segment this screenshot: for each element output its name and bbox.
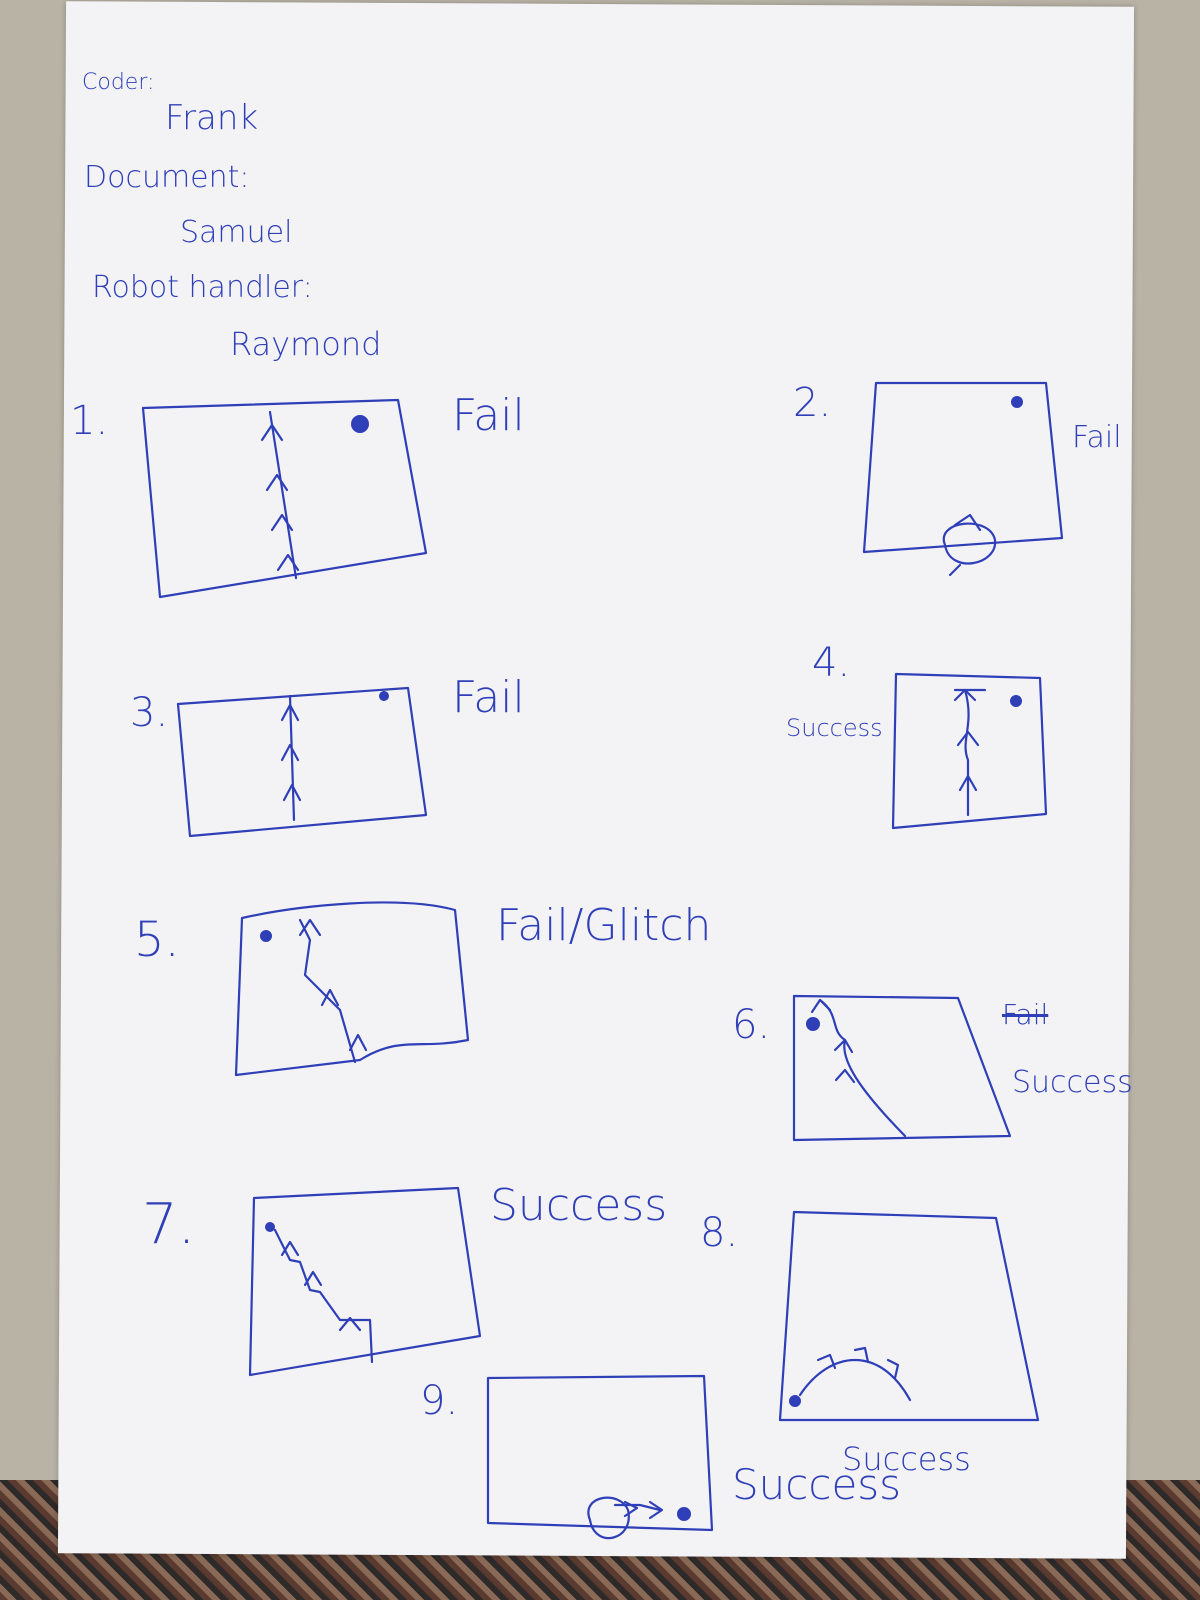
trial-2-number: 2.: [793, 380, 832, 426]
handler-label: Robot handler:: [92, 270, 313, 305]
trial-2-diagram: [862, 381, 1064, 577]
trial-6-number: 6.: [732, 1002, 771, 1048]
trial-9-result: Success: [732, 1460, 902, 1509]
robot-icon: [1011, 396, 1023, 408]
trial-4-result: Success: [786, 714, 883, 742]
trial-6-struck-result: Fail: [1002, 998, 1049, 1031]
document-name: Samuel: [180, 215, 293, 250]
trial-7-number: 7.: [142, 1192, 196, 1257]
robot-icon: [1010, 695, 1022, 707]
trial-1-result: Fail: [452, 390, 525, 441]
trial-3-number: 3.: [130, 690, 169, 736]
trial-1-diagram: [141, 398, 428, 599]
trial-9-diagram: [486, 1374, 714, 1540]
trial-8-diagram: [778, 1210, 1040, 1422]
trial-3-diagram: [176, 686, 428, 838]
trial-6-diagram: [792, 994, 1012, 1142]
trial-4-diagram: [891, 672, 1048, 830]
document-label: Document:: [84, 160, 250, 195]
trial-9-number: 9.: [420, 1378, 459, 1424]
trial-3-result: Fail: [452, 672, 525, 723]
robot-icon: [806, 1017, 820, 1031]
robot-icon: [789, 1395, 801, 1407]
trial-8-number: 8.: [700, 1210, 739, 1256]
robot-icon: [379, 691, 389, 701]
robot-icon: [351, 415, 369, 433]
trial-7-result: Success: [490, 1180, 668, 1231]
trial-2-result: Fail: [1072, 420, 1122, 455]
trial-6-result: Success: [1012, 1065, 1133, 1100]
robot-icon: [677, 1507, 691, 1521]
trial-1-number: 1.: [70, 398, 109, 444]
trial-7-diagram: [248, 1186, 482, 1377]
coder-label: Coder:: [82, 70, 155, 95]
robot-icon: [265, 1222, 275, 1232]
trial-5-diagram: [234, 901, 470, 1077]
trial-8-result: Success: [842, 1440, 971, 1478]
trial-5-result: Fail/Glitch: [496, 900, 712, 951]
robot-icon: [260, 930, 272, 942]
trial-5-number: 5.: [134, 912, 180, 968]
coder-name: Frank: [165, 98, 259, 138]
handler-name: Raymond: [230, 325, 382, 363]
trial-4-number: 4.: [812, 640, 851, 686]
